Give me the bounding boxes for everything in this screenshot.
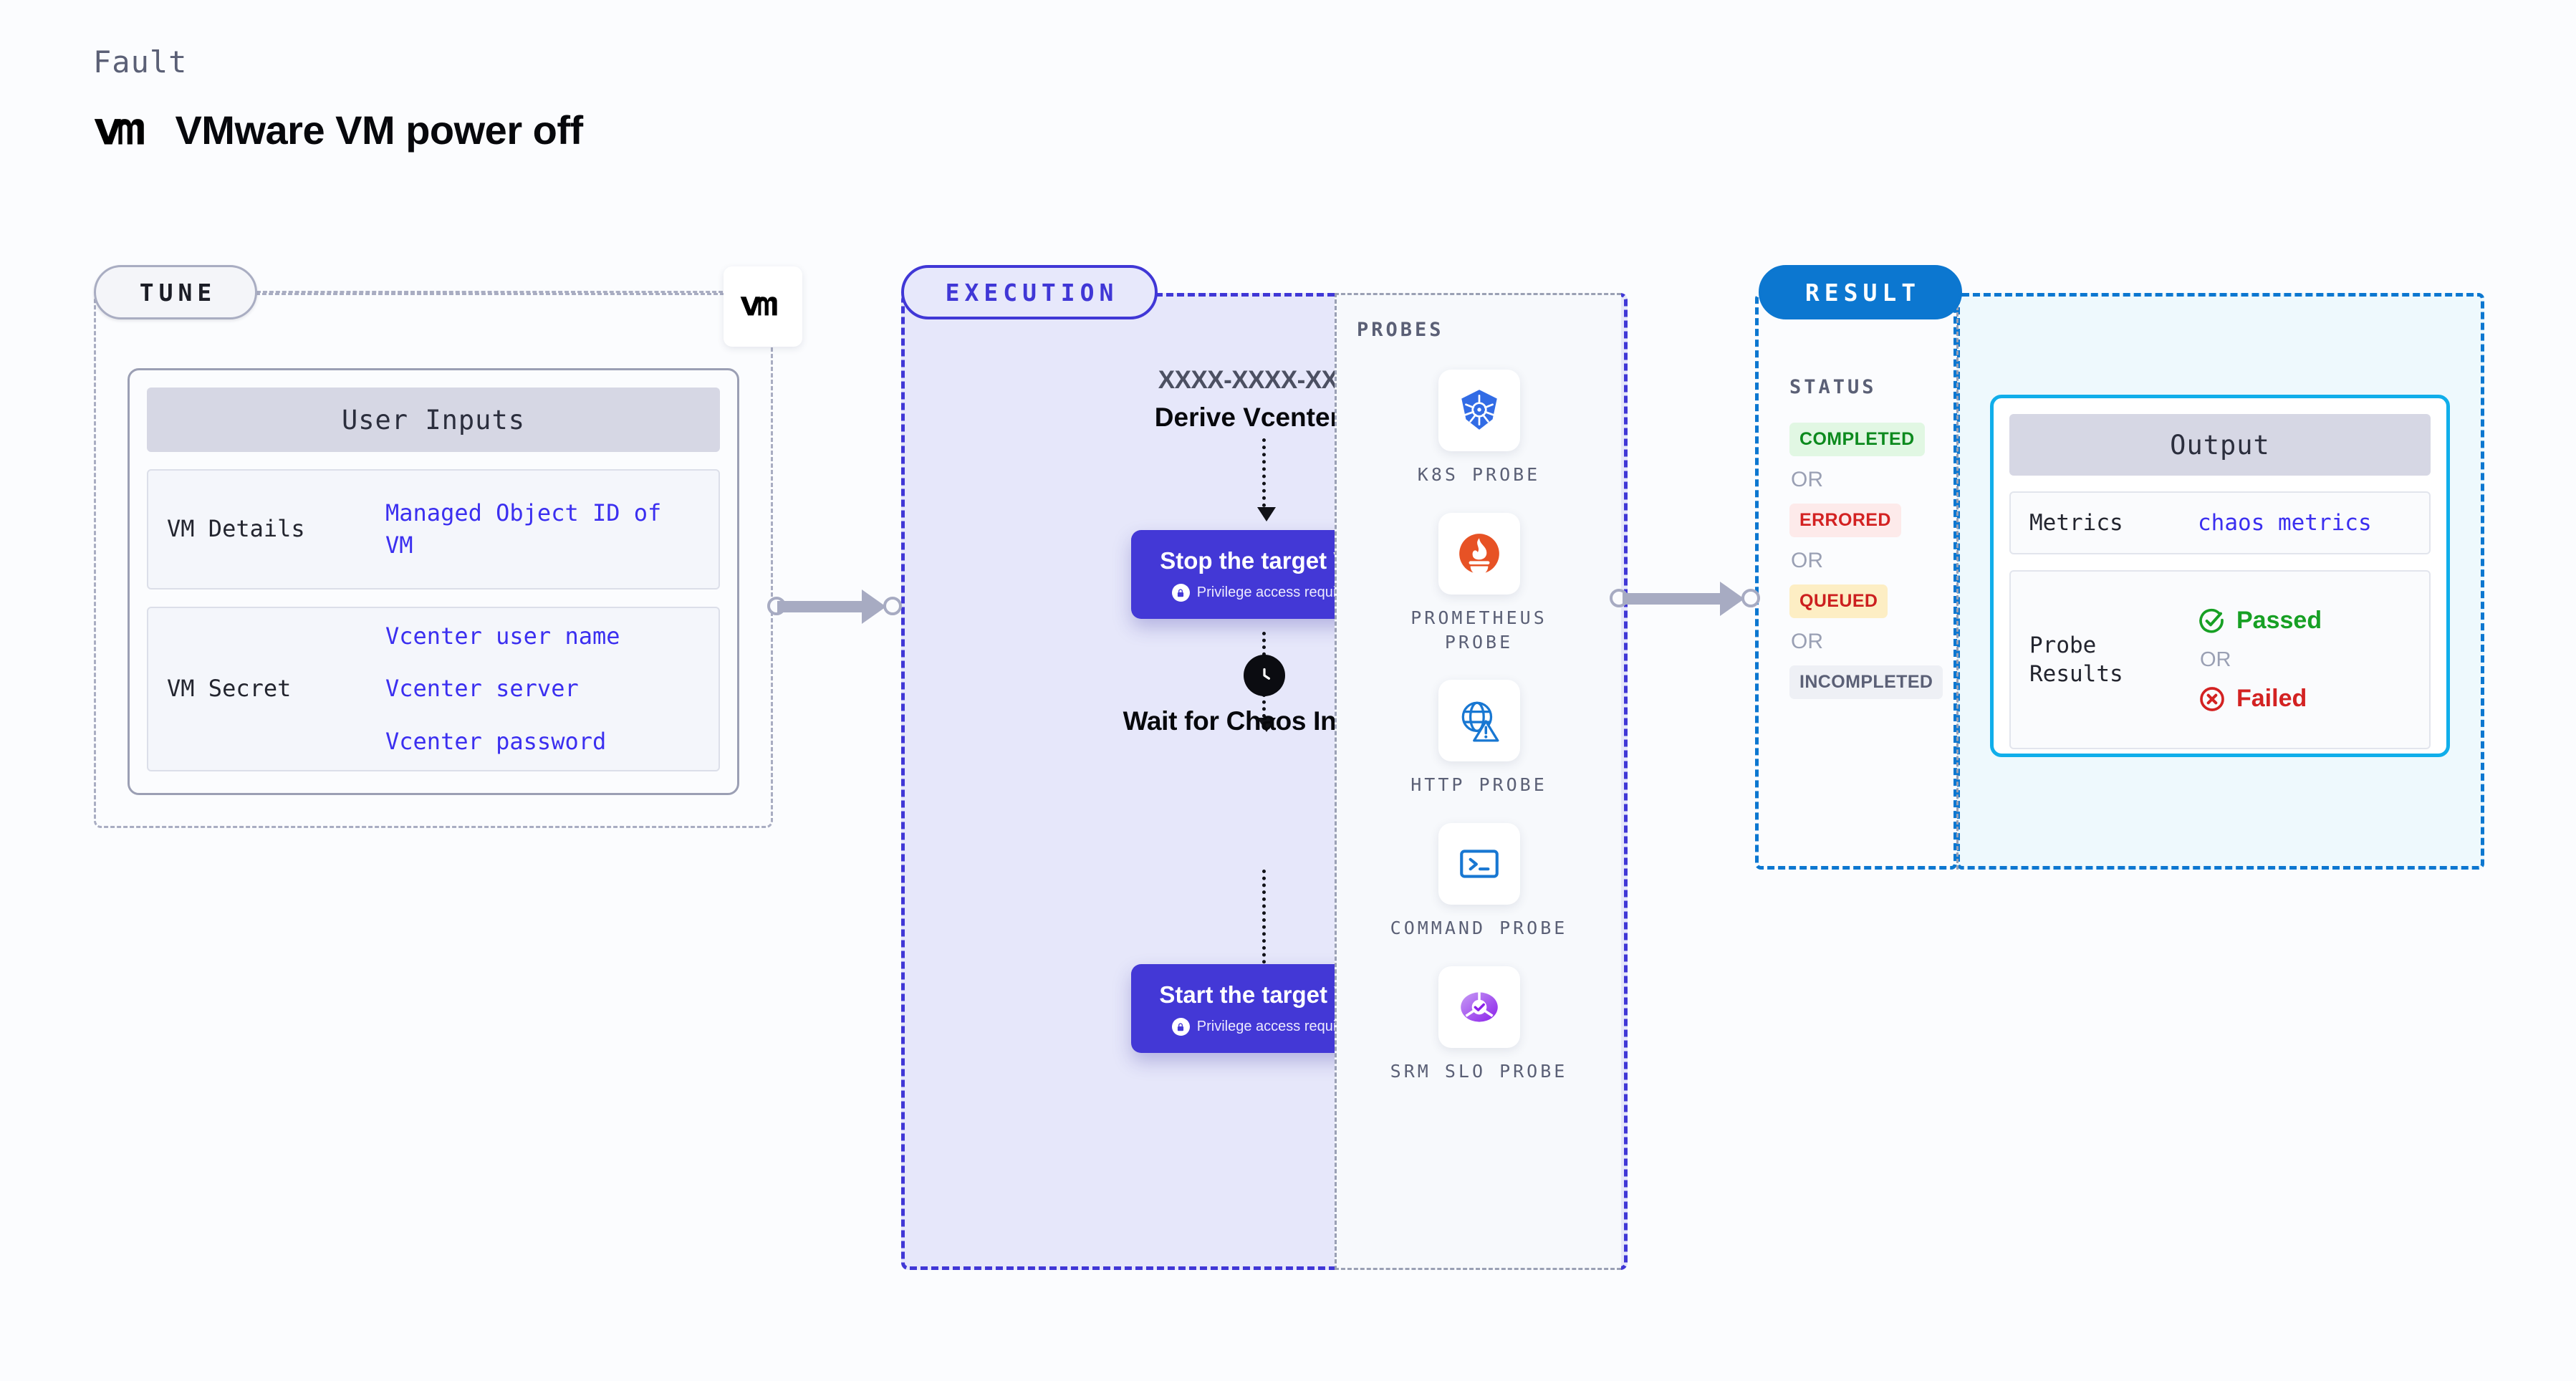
- status-badge-errored: ERRORED: [1789, 504, 1901, 537]
- lock-icon: [1171, 584, 1190, 602]
- connector-derive-to-stop: [1262, 438, 1267, 507]
- probe-item-http[interactable]: HTTP PROBE: [1386, 680, 1572, 797]
- block-subtitle: Privilege access required: [1196, 584, 1357, 600]
- probe-result-failed: Failed: [2198, 685, 2322, 713]
- row-key: VM Secret: [167, 675, 292, 703]
- row-value: Vcenter user name: [385, 622, 620, 650]
- status-badge-completed: COMPLETED: [1789, 423, 1925, 456]
- vmware-vm-logo-icon: [739, 293, 787, 321]
- fault-eyebrow: Fault: [93, 44, 188, 80]
- status-badge-incompleted: INCOMPLETED: [1789, 665, 1943, 699]
- vmware-vm-logo-card: [724, 266, 802, 347]
- output-row-key: Metrics: [2029, 509, 2123, 536]
- status-list: COMPLETED OR ERRORED OR QUEUED OR INCOMP…: [1789, 423, 1943, 699]
- arrow-end-dot: [883, 597, 902, 615]
- probe-result-passed: Passed: [2198, 607, 2322, 635]
- vmware-vm-logo-icon: [93, 114, 156, 147]
- result-stage-badge: RESULT: [1759, 265, 1962, 319]
- srm-slo-icon: [1438, 966, 1520, 1048]
- probes-list: K8S PROBE PROMETHEUS PROBE: [1337, 370, 1621, 1084]
- user-inputs-title: User Inputs: [147, 388, 720, 452]
- output-row-value: chaos metrics: [2198, 510, 2372, 536]
- block-title: Start the target VM: [1159, 981, 1370, 1008]
- tune-connector-line: [256, 291, 729, 293]
- probes-title: PROBES: [1357, 319, 1444, 341]
- arrow-execution-to-result: [1610, 582, 1766, 616]
- probe-label: PROMETHEUS PROBE: [1410, 607, 1547, 653]
- arrow-tune-to-execution: [767, 590, 905, 624]
- probe-label: SRM SLO PROBE: [1390, 1060, 1568, 1082]
- status-or: OR: [1791, 630, 1823, 653]
- row-values: Vcenter user name Vcenter server Vcenter…: [385, 620, 620, 758]
- row-value: Managed Object ID of VM: [385, 499, 662, 559]
- row-values: Managed Object ID of VM: [385, 497, 700, 562]
- probe-item-prometheus[interactable]: PROMETHEUS PROBE: [1386, 512, 1572, 655]
- arrow-shaft: [1623, 593, 1736, 605]
- status-or: OR: [1791, 549, 1823, 572]
- prometheus-icon: [1438, 512, 1520, 595]
- arrow-head: [862, 590, 886, 624]
- lock-icon: [1171, 1018, 1190, 1036]
- output-title: Output: [2009, 414, 2431, 476]
- title-row: VMware VM power off: [93, 107, 583, 153]
- http-globe-warning-icon: [1438, 680, 1520, 762]
- terminal-icon: [1438, 823, 1520, 905]
- block-subtitle: Privilege access required: [1196, 1019, 1357, 1034]
- probe-label: K8S PROBE: [1417, 464, 1541, 485]
- result-inner-divider: [1956, 293, 1959, 870]
- probe-results-values: Passed OR Failed: [2198, 607, 2322, 713]
- check-circle-icon: [2198, 607, 2226, 635]
- result-status-panel: STATUS COMPLETED OR ERRORED OR QUEUED OR…: [1755, 293, 1957, 870]
- row-key: VM Details: [167, 515, 305, 543]
- output-row-metrics: Metrics chaos metrics: [2009, 491, 2431, 554]
- probe-item-k8s[interactable]: K8S PROBE: [1386, 370, 1572, 487]
- probe-item-command[interactable]: COMMAND PROBE: [1386, 823, 1572, 940]
- probe-label: HTTP PROBE: [1410, 774, 1547, 796]
- probe-result-or: OR: [2200, 648, 2231, 671]
- arrow-end-dot: [1741, 589, 1760, 607]
- output-card: Output Metrics chaos metrics Probe Resul…: [1990, 395, 2450, 757]
- page-title: VMware VM power off: [175, 107, 583, 153]
- connector-wait-to-start: [1262, 870, 1267, 999]
- x-circle-icon: [2198, 685, 2226, 713]
- block-subtitle-row: Privilege access required: [1171, 584, 1357, 602]
- status-or: OR: [1791, 468, 1823, 491]
- probe-failed-label: Failed: [2236, 685, 2307, 712]
- arrow-shaft: [777, 601, 878, 612]
- clock-icon: [1244, 655, 1285, 696]
- status-title: STATUS: [1789, 376, 1877, 398]
- arrow-head: [1720, 582, 1744, 616]
- output-row-probe-results: Probe Results Passed OR: [2009, 570, 2431, 749]
- row-value: Vcenter password: [385, 727, 607, 755]
- probes-panel: PROBES K8S PROBE: [1335, 293, 1621, 1270]
- kubernetes-icon: [1438, 370, 1520, 451]
- user-input-row-vm-details: VM Details Managed Object ID of VM: [147, 469, 720, 590]
- page-header: Fault VMware VM power off: [93, 44, 583, 153]
- block-subtitle-row: Privilege access required: [1171, 1018, 1357, 1036]
- probe-label: COMMAND PROBE: [1390, 918, 1568, 938]
- user-input-row-vm-secret: VM Secret Vcenter user name Vcenter serv…: [147, 607, 720, 771]
- execution-stage-badge: EXECUTION: [901, 265, 1158, 319]
- status-badge-queued: QUEUED: [1789, 584, 1888, 618]
- block-title: Stop the target VM: [1160, 547, 1369, 574]
- output-row-key: Probe Results: [2029, 632, 2123, 687]
- row-value: Vcenter server: [385, 675, 579, 703]
- probe-item-srm-slo[interactable]: SRM SLO PROBE: [1386, 966, 1572, 1084]
- user-inputs-card: User Inputs VM Details Managed Object ID…: [128, 368, 739, 795]
- tune-stage-badge: TUNE: [94, 265, 257, 319]
- probe-passed-label: Passed: [2236, 607, 2322, 634]
